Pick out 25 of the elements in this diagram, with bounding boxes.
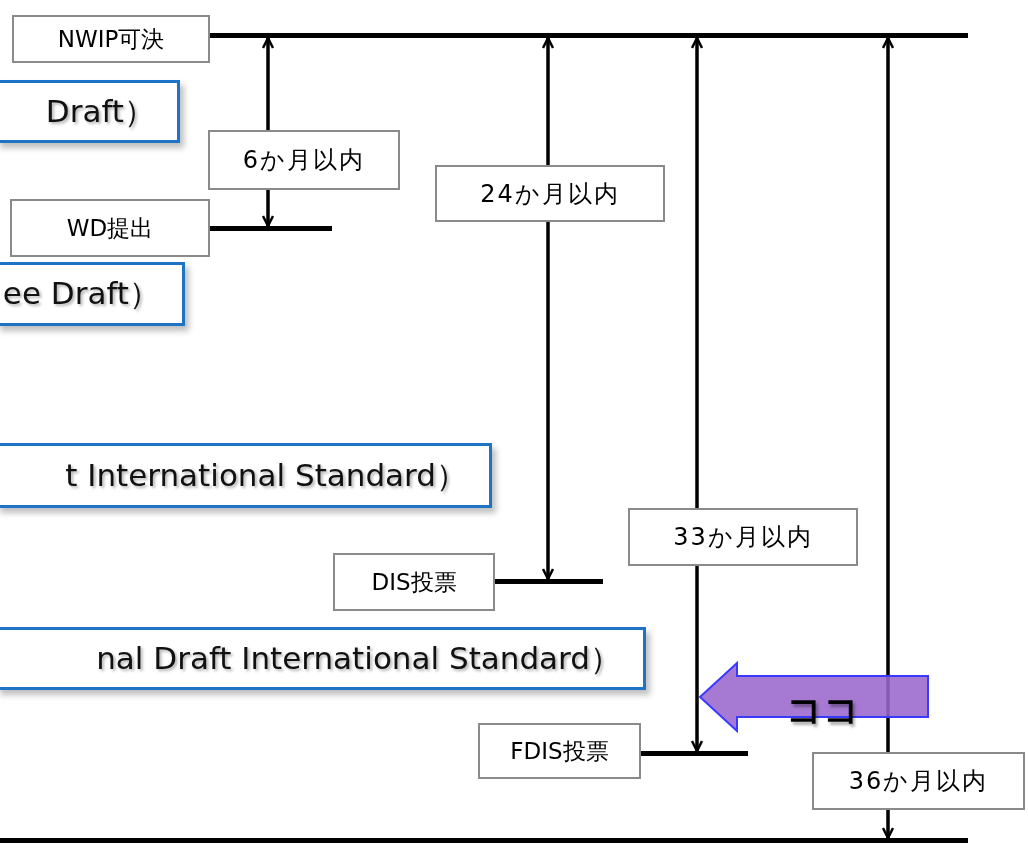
arrow <box>881 36 895 752</box>
timeline-bar <box>0 838 968 843</box>
timeline-bar <box>495 579 603 584</box>
duration-box: 24か月以内 <box>435 165 665 222</box>
arrow <box>690 566 704 753</box>
duration-box: 36か月以内 <box>812 752 1025 810</box>
arrow <box>690 36 704 508</box>
term-box: ee Draft） <box>0 262 185 326</box>
term-box: nal Draft International Standard） <box>0 627 646 690</box>
arrow <box>541 222 555 581</box>
duration-box: 6か月以内 <box>208 130 400 190</box>
timeline-bar <box>210 33 968 38</box>
milestone-box: DIS投票 <box>333 553 495 611</box>
milestone-box: WD提出 <box>10 199 210 257</box>
arrow <box>881 810 895 840</box>
term-box: Draft） <box>0 80 180 143</box>
duration-box: 33か月以内 <box>628 508 858 566</box>
arrow <box>261 190 275 228</box>
arrow <box>541 36 555 165</box>
arrow <box>261 36 275 130</box>
milestone-box: FDIS投票 <box>478 723 641 779</box>
milestone-box: NWIP可決 <box>12 15 210 63</box>
timeline-bar <box>210 226 332 231</box>
timeline-bar <box>641 751 748 756</box>
term-box: t International Standard） <box>0 443 492 508</box>
